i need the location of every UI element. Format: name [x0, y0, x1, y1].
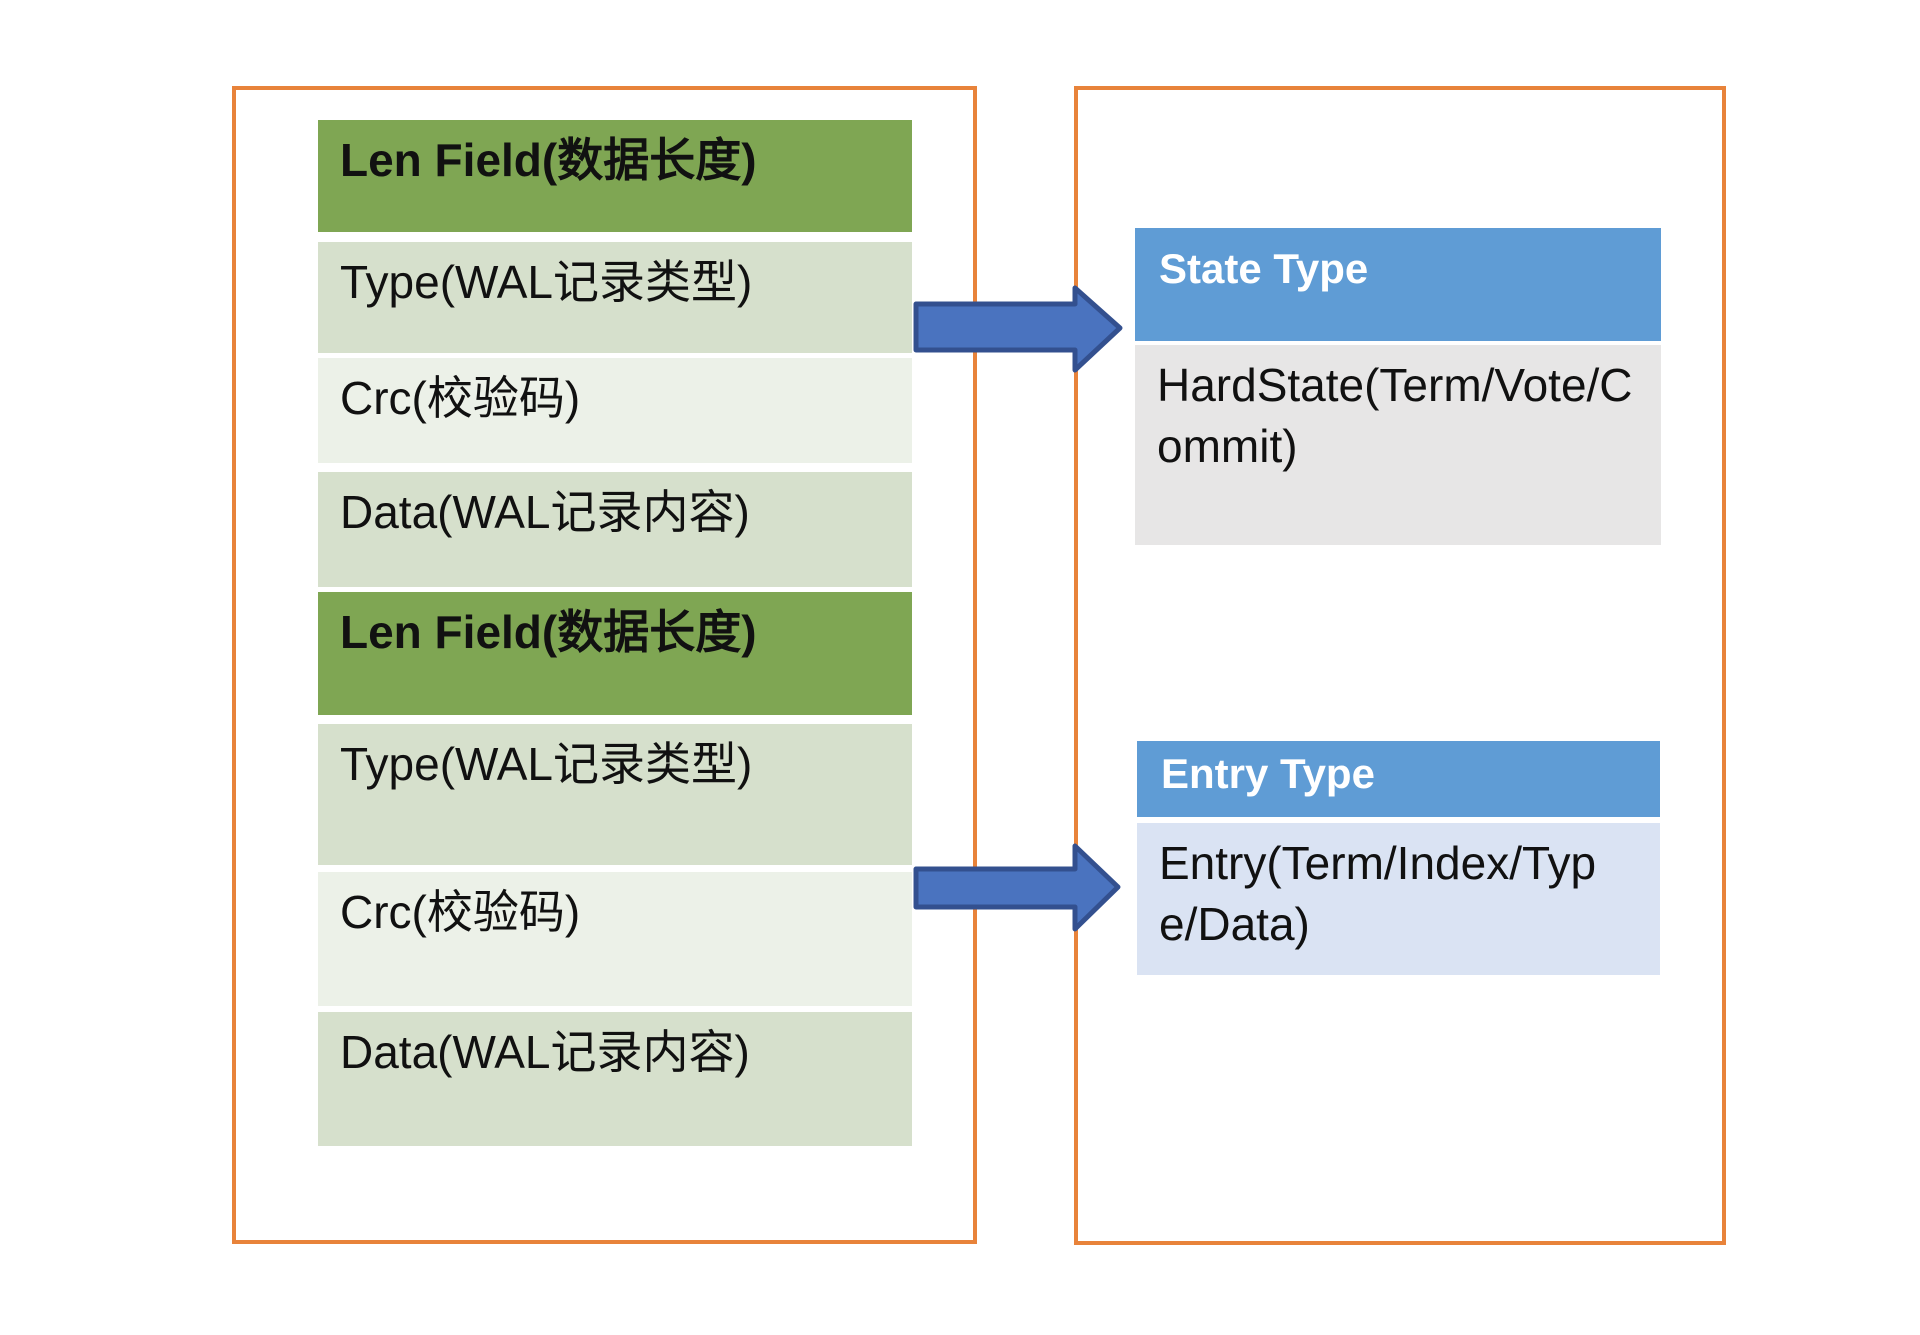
table-row-type-2: Type(WAL记录类型)	[318, 724, 912, 865]
row-label: Len Field(数据长度)	[340, 606, 757, 658]
table-row-crc-2: Crc(校验码)	[318, 872, 912, 1006]
record-types-frame	[1074, 86, 1726, 1245]
state-type-title: State Type	[1159, 245, 1369, 292]
wal-record-frame	[232, 86, 977, 1244]
row-label: Crc(校验码)	[340, 372, 581, 424]
row-label: Type(WAL记录类型)	[340, 738, 753, 790]
row-label: Type(WAL记录类型)	[340, 256, 753, 308]
table-row-data-1: Data(WAL记录内容)	[318, 472, 912, 587]
entry-type-value: Entry(Term/Index/Type/Data)	[1159, 837, 1597, 951]
arrow-right-icon	[913, 843, 1121, 932]
row-label: Data(WAL记录内容)	[340, 1026, 750, 1078]
row-label: Len Field(数据长度)	[340, 134, 757, 186]
table-row-len-field-1: Len Field(数据长度)	[318, 120, 912, 232]
arrow-right-icon	[913, 285, 1123, 373]
row-label: Data(WAL记录内容)	[340, 486, 750, 538]
state-type-value: HardState(Term/Vote/Commit)	[1157, 359, 1633, 473]
entry-type-title: Entry Type	[1161, 750, 1375, 797]
table-row-crc-1: Crc(校验码)	[318, 358, 912, 463]
state-type-header: State Type	[1135, 228, 1661, 341]
table-row-len-field-2: Len Field(数据长度)	[318, 592, 912, 715]
entry-type-body: Entry(Term/Index/Type/Data)	[1137, 823, 1660, 975]
table-row-data-2: Data(WAL记录内容)	[318, 1012, 912, 1146]
state-type-body: HardState(Term/Vote/Commit)	[1135, 345, 1661, 545]
entry-type-header: Entry Type	[1137, 741, 1660, 817]
row-label: Crc(校验码)	[340, 886, 581, 938]
table-row-type-1: Type(WAL记录类型)	[318, 242, 912, 353]
